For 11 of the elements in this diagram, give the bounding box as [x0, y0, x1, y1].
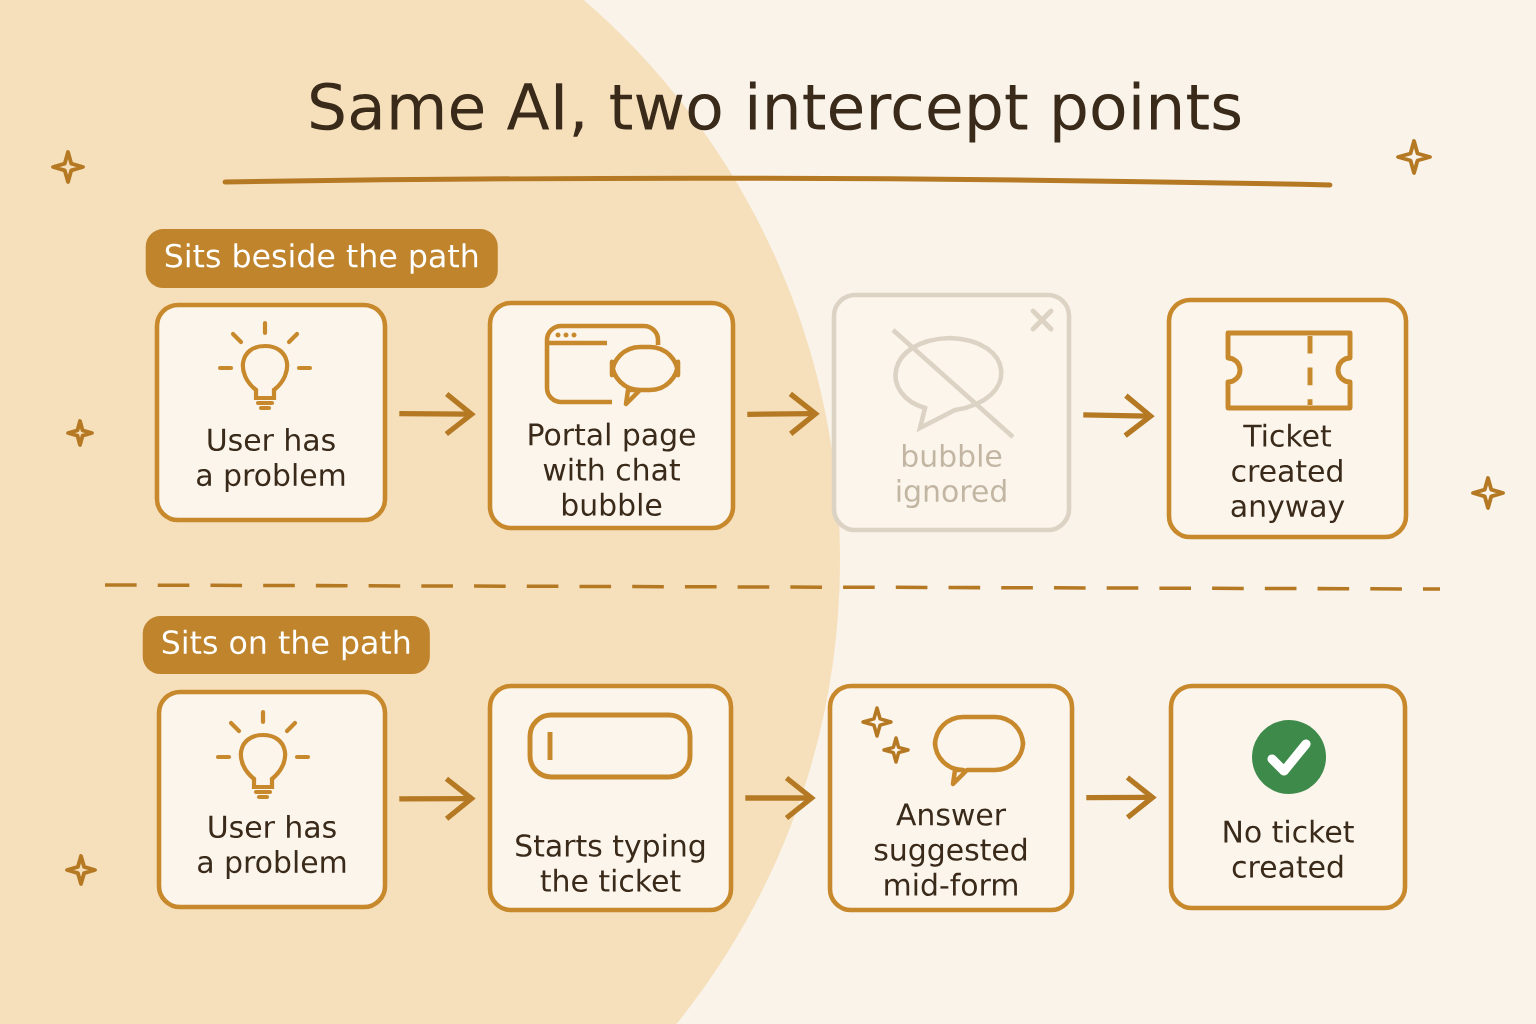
- title: Same AI, two intercept points: [311, 81, 1241, 143]
- step-box: User has a problem: [154, 302, 388, 523]
- step-box: User has a problem: [156, 689, 388, 910]
- step-box: Ticket created anyway: [1166, 297, 1409, 540]
- step-box: No ticket created: [1168, 683, 1408, 911]
- step-box: Portal page with chat bubble: [487, 300, 736, 531]
- step-box: Answer suggested mid-form: [827, 683, 1075, 913]
- section-tag: Sits beside the path: [145, 229, 498, 288]
- section-tag: Sits on the path: [142, 616, 430, 674]
- step-box: bubble ignored: [831, 292, 1072, 533]
- step-box: Starts typing the ticket: [487, 683, 734, 913]
